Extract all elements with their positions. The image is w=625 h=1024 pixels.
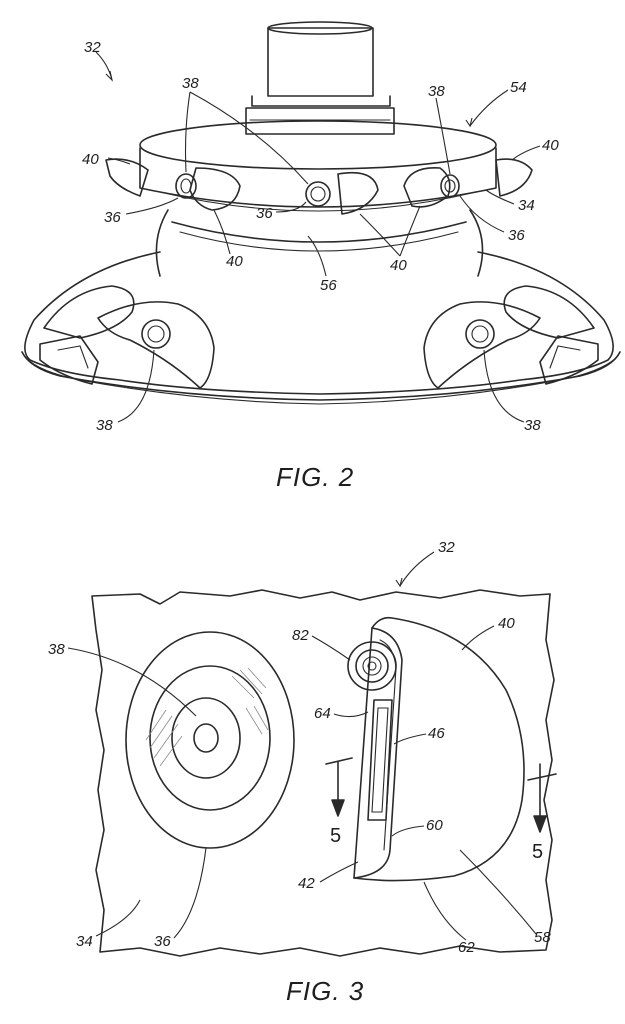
fig2-label-light-bottom-left: 38	[96, 417, 113, 434]
fig2-caption: FIG. 2	[276, 462, 354, 492]
fig3-label-slot: 46	[428, 725, 445, 742]
fig2-label-cap-left: 40	[82, 151, 99, 168]
panel-outline	[92, 590, 554, 956]
figure-2: 32 54 38 38 40 40 36 36 34 36 40 40 56 3…	[22, 22, 620, 492]
fig2-label-cap-front-left: 40	[226, 253, 243, 270]
fig2-label-top-plate: 54	[510, 79, 527, 96]
fig3-label-lower-edge: 62	[458, 939, 475, 956]
fig2-label-cap-front-right: 40	[390, 257, 407, 274]
figure-3: 5 5 32 38 40 82 64 46	[48, 539, 556, 1006]
fig3-label-surface: 34	[76, 933, 93, 950]
fig2-label-lower-seam: 56	[320, 277, 337, 294]
body	[156, 210, 482, 276]
section-line-right: 5	[528, 764, 556, 863]
cap-body	[348, 618, 524, 881]
top-post	[246, 22, 394, 134]
section-marker-right: 5	[532, 841, 543, 863]
section-marker-left: 5	[330, 825, 341, 847]
fig2-label-light-top-left: 38	[182, 75, 199, 92]
fig2-label-button-right: 36	[508, 227, 525, 244]
fig3-label-cap-face: 58	[534, 929, 551, 946]
fig2-label-cap-right: 40	[542, 137, 559, 154]
button-disc	[126, 632, 294, 848]
fig2-label-ring-band: 34	[518, 197, 535, 214]
fig3-label-cap: 40	[498, 615, 515, 632]
base-skirt	[22, 252, 620, 404]
fig2-label-light-bottom-right: 38	[524, 417, 541, 434]
fig2-label-button-left: 36	[104, 209, 121, 226]
fig2-label-light-top-right: 38	[428, 83, 445, 100]
section-line-left: 5	[326, 758, 352, 847]
fig3-label-slot-edge: 64	[314, 705, 331, 722]
fig2-label-button-center: 36	[256, 205, 273, 222]
fig3-label-button: 36	[154, 933, 171, 950]
fig3-label-assembly: 32	[438, 539, 455, 556]
fig2-label-assembly: 32	[84, 39, 101, 56]
fig3-label-hinge: 42	[298, 875, 315, 892]
fig3-label-pivot-edge: 60	[426, 817, 443, 834]
fig3-caption: FIG. 3	[286, 976, 364, 1006]
fig3-label-light: 38	[48, 641, 65, 658]
fig3-label-indicator: 82	[292, 627, 309, 644]
